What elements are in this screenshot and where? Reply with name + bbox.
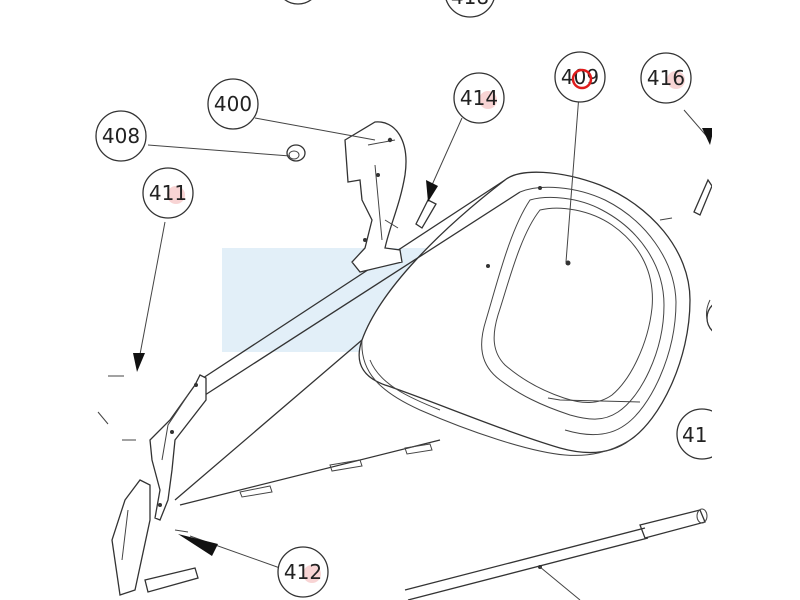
callout-400: 400 bbox=[207, 78, 259, 130]
shaft bbox=[404, 508, 708, 600]
hopper-part-409 bbox=[358, 171, 691, 456]
callout-416-label: 416 bbox=[647, 66, 685, 90]
callout-416: 416 bbox=[640, 52, 692, 104]
highlight-ring bbox=[571, 68, 593, 90]
callout-408: 408 bbox=[95, 110, 147, 162]
callout-411-label: 411 bbox=[149, 181, 187, 205]
callout-400-label: 400 bbox=[214, 92, 252, 116]
callout-412: 412 bbox=[277, 546, 329, 598]
right-crop bbox=[712, 0, 800, 600]
callout-top-partial bbox=[284, 0, 312, 5]
callout-414: 414 bbox=[453, 72, 505, 124]
callout-408-label: 408 bbox=[102, 124, 140, 148]
callout-409: 409 bbox=[554, 51, 606, 103]
callout-418-partial: 418 bbox=[445, 0, 495, 18]
callout-414-label: 414 bbox=[460, 86, 498, 110]
callout-412-label: 412 bbox=[284, 560, 322, 584]
leader-lines bbox=[133, 81, 714, 600]
bushing-part-408 bbox=[286, 144, 306, 162]
bracket-part-400 bbox=[344, 121, 407, 273]
left-side-plate bbox=[111, 374, 207, 596]
callout-418-label: 418 bbox=[451, 0, 489, 9]
bolt-part-414 bbox=[415, 199, 437, 229]
callout-411: 411 bbox=[142, 167, 194, 219]
bolts-left bbox=[97, 375, 189, 533]
callout-409-label: 409 bbox=[561, 65, 599, 89]
callout-413-label: 41 bbox=[682, 423, 707, 447]
frame-rails bbox=[174, 179, 521, 506]
